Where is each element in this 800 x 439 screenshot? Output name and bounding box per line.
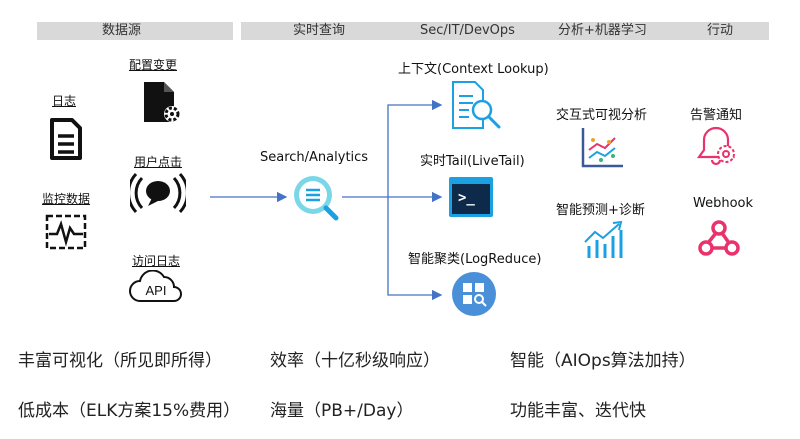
terminal-icon: >_: [449, 177, 493, 217]
feature-rich-functions: 功能丰富、迭代快: [510, 401, 646, 421]
label-webhook: Webhook: [693, 196, 754, 211]
label-config-change: 配置变更: [129, 58, 178, 72]
label-logs: 日志: [52, 94, 77, 108]
label-context-lookup: 上下文(Context Lookup): [398, 62, 549, 77]
label-user-clicks: 用户点击: [134, 155, 183, 169]
cluster-grid-icon: [452, 272, 496, 316]
header-analysis-ml: 分析+机器学习: [558, 23, 647, 38]
webhook-icon: [698, 220, 740, 256]
api-cloud-icon: API: [129, 270, 182, 302]
label-livetail: 实时Tail(LiveTail): [420, 154, 525, 169]
header-realtime-query: 实时查询: [293, 23, 346, 38]
document-icon: [50, 118, 82, 160]
file-settings-icon: [144, 82, 180, 122]
header-data-source: 数据源: [102, 23, 142, 38]
document-search-icon: [452, 81, 501, 129]
arrow-branch-context: [387, 99, 443, 197]
header-sec-it-devops: Sec/IT/DevOps: [420, 23, 515, 38]
header-bar-left: 数据源: [37, 22, 233, 40]
search-icon: [294, 176, 339, 221]
label-access-logs: 访问日志: [132, 254, 181, 268]
broadcast-chat-icon: [130, 172, 186, 214]
header-action: 行动: [707, 23, 734, 38]
label-logreduce: 智能聚类(LogReduce): [408, 252, 542, 267]
label-predict-diagnose: 智能预测+诊断: [556, 203, 645, 218]
api-badge-text: API: [146, 283, 167, 298]
bell-settings-icon: [696, 126, 736, 166]
feature-visualization: 丰富可视化（所见即所得）: [18, 351, 222, 371]
monitor-wave-icon: [45, 214, 87, 250]
scatter-chart-icon: [581, 128, 623, 168]
terminal-prompt: >_: [458, 190, 475, 206]
label-alert: 告警通知: [690, 108, 743, 123]
feature-massive: 海量（PB+/Day）: [270, 401, 414, 421]
feature-low-cost: 低成本（ELK方案15%费用）: [18, 401, 241, 421]
label-interactive-analysis: 交互式可视分析: [556, 108, 648, 123]
label-search-analytics: Search/Analytics: [260, 150, 369, 165]
feature-efficiency: 效率（十亿秒级响应）: [270, 351, 440, 371]
header-bar-right: 实时查询 Sec/IT/DevOps 分析+机器学习 行动: [241, 22, 769, 40]
bar-trend-icon: [584, 220, 623, 258]
arrow-branch-logreduce: [387, 197, 443, 301]
label-monitoring: 监控数据: [42, 192, 91, 206]
feature-intelligence: 智能（AIOps算法加持）: [510, 351, 696, 371]
